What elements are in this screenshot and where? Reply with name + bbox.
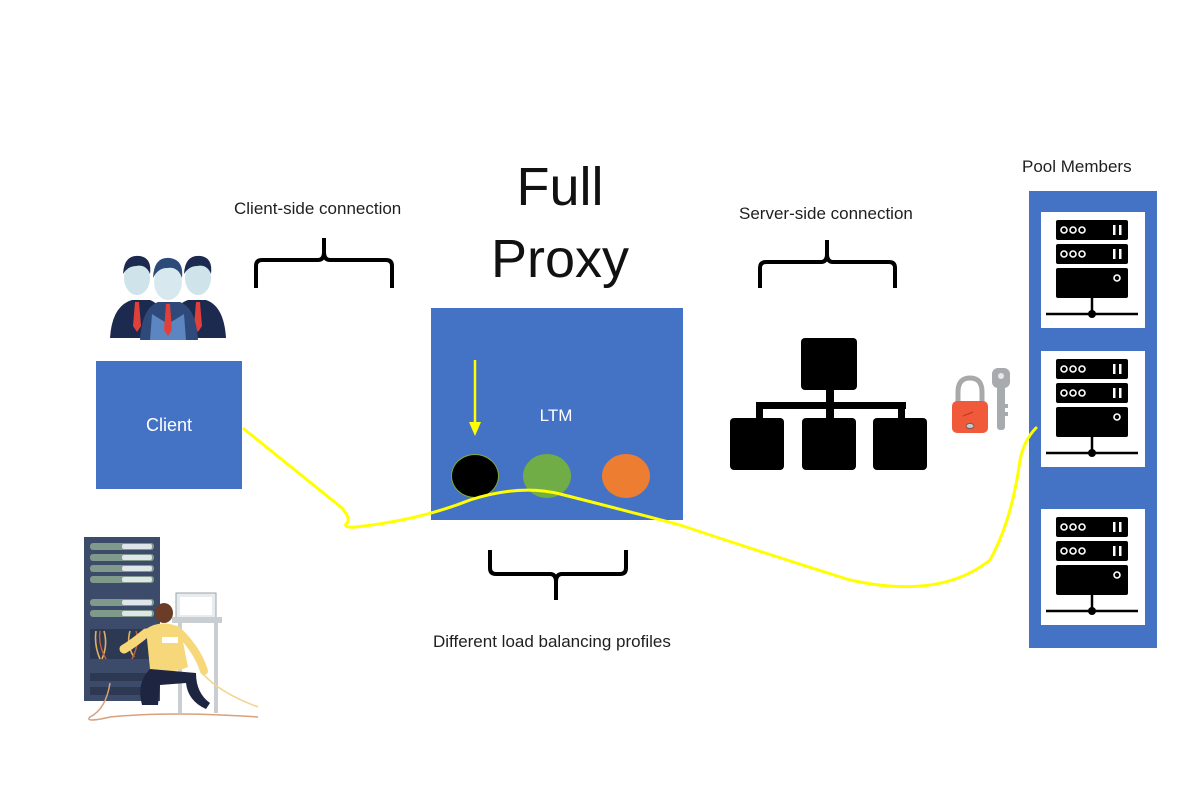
pool-members-container [1029,191,1157,648]
client-side-label: Client-side connection [234,199,402,218]
technician-illustration [84,537,259,721]
title-line-2: Proxy [490,229,630,289]
profile-orange[interactable] [602,454,650,498]
key-icon [992,368,1010,430]
pool-member-2[interactable] [1041,351,1145,467]
title-line-1: Full [516,157,604,217]
diagram-title: Full Proxy [470,160,650,286]
pool-member-3[interactable] [1041,509,1145,625]
lock-icon [952,375,988,433]
server-side-brace-icon [758,240,897,288]
lb-profiles-label: Different load balancing profiles [433,632,671,651]
yellow-arrow-icon [469,360,481,436]
lb-profiles-brace-icon [488,550,628,600]
server-rack-icon [1046,220,1138,318]
server-rack-icon [1046,517,1138,615]
ltm-label: LTM [539,406,573,425]
server-rack-icon [1046,359,1138,457]
client-side-brace-icon [254,238,394,288]
client-label: Client [145,414,193,435]
client-box[interactable]: Client [96,361,242,489]
server-side-label: Server-side connection [739,204,913,223]
pool-members-label: Pool Members [1022,157,1132,176]
network-hierarchy-icon [730,338,927,470]
pool-member-1[interactable] [1041,212,1145,328]
users-group-icon [110,255,226,340]
ltm-box[interactable]: LTM [431,308,683,520]
